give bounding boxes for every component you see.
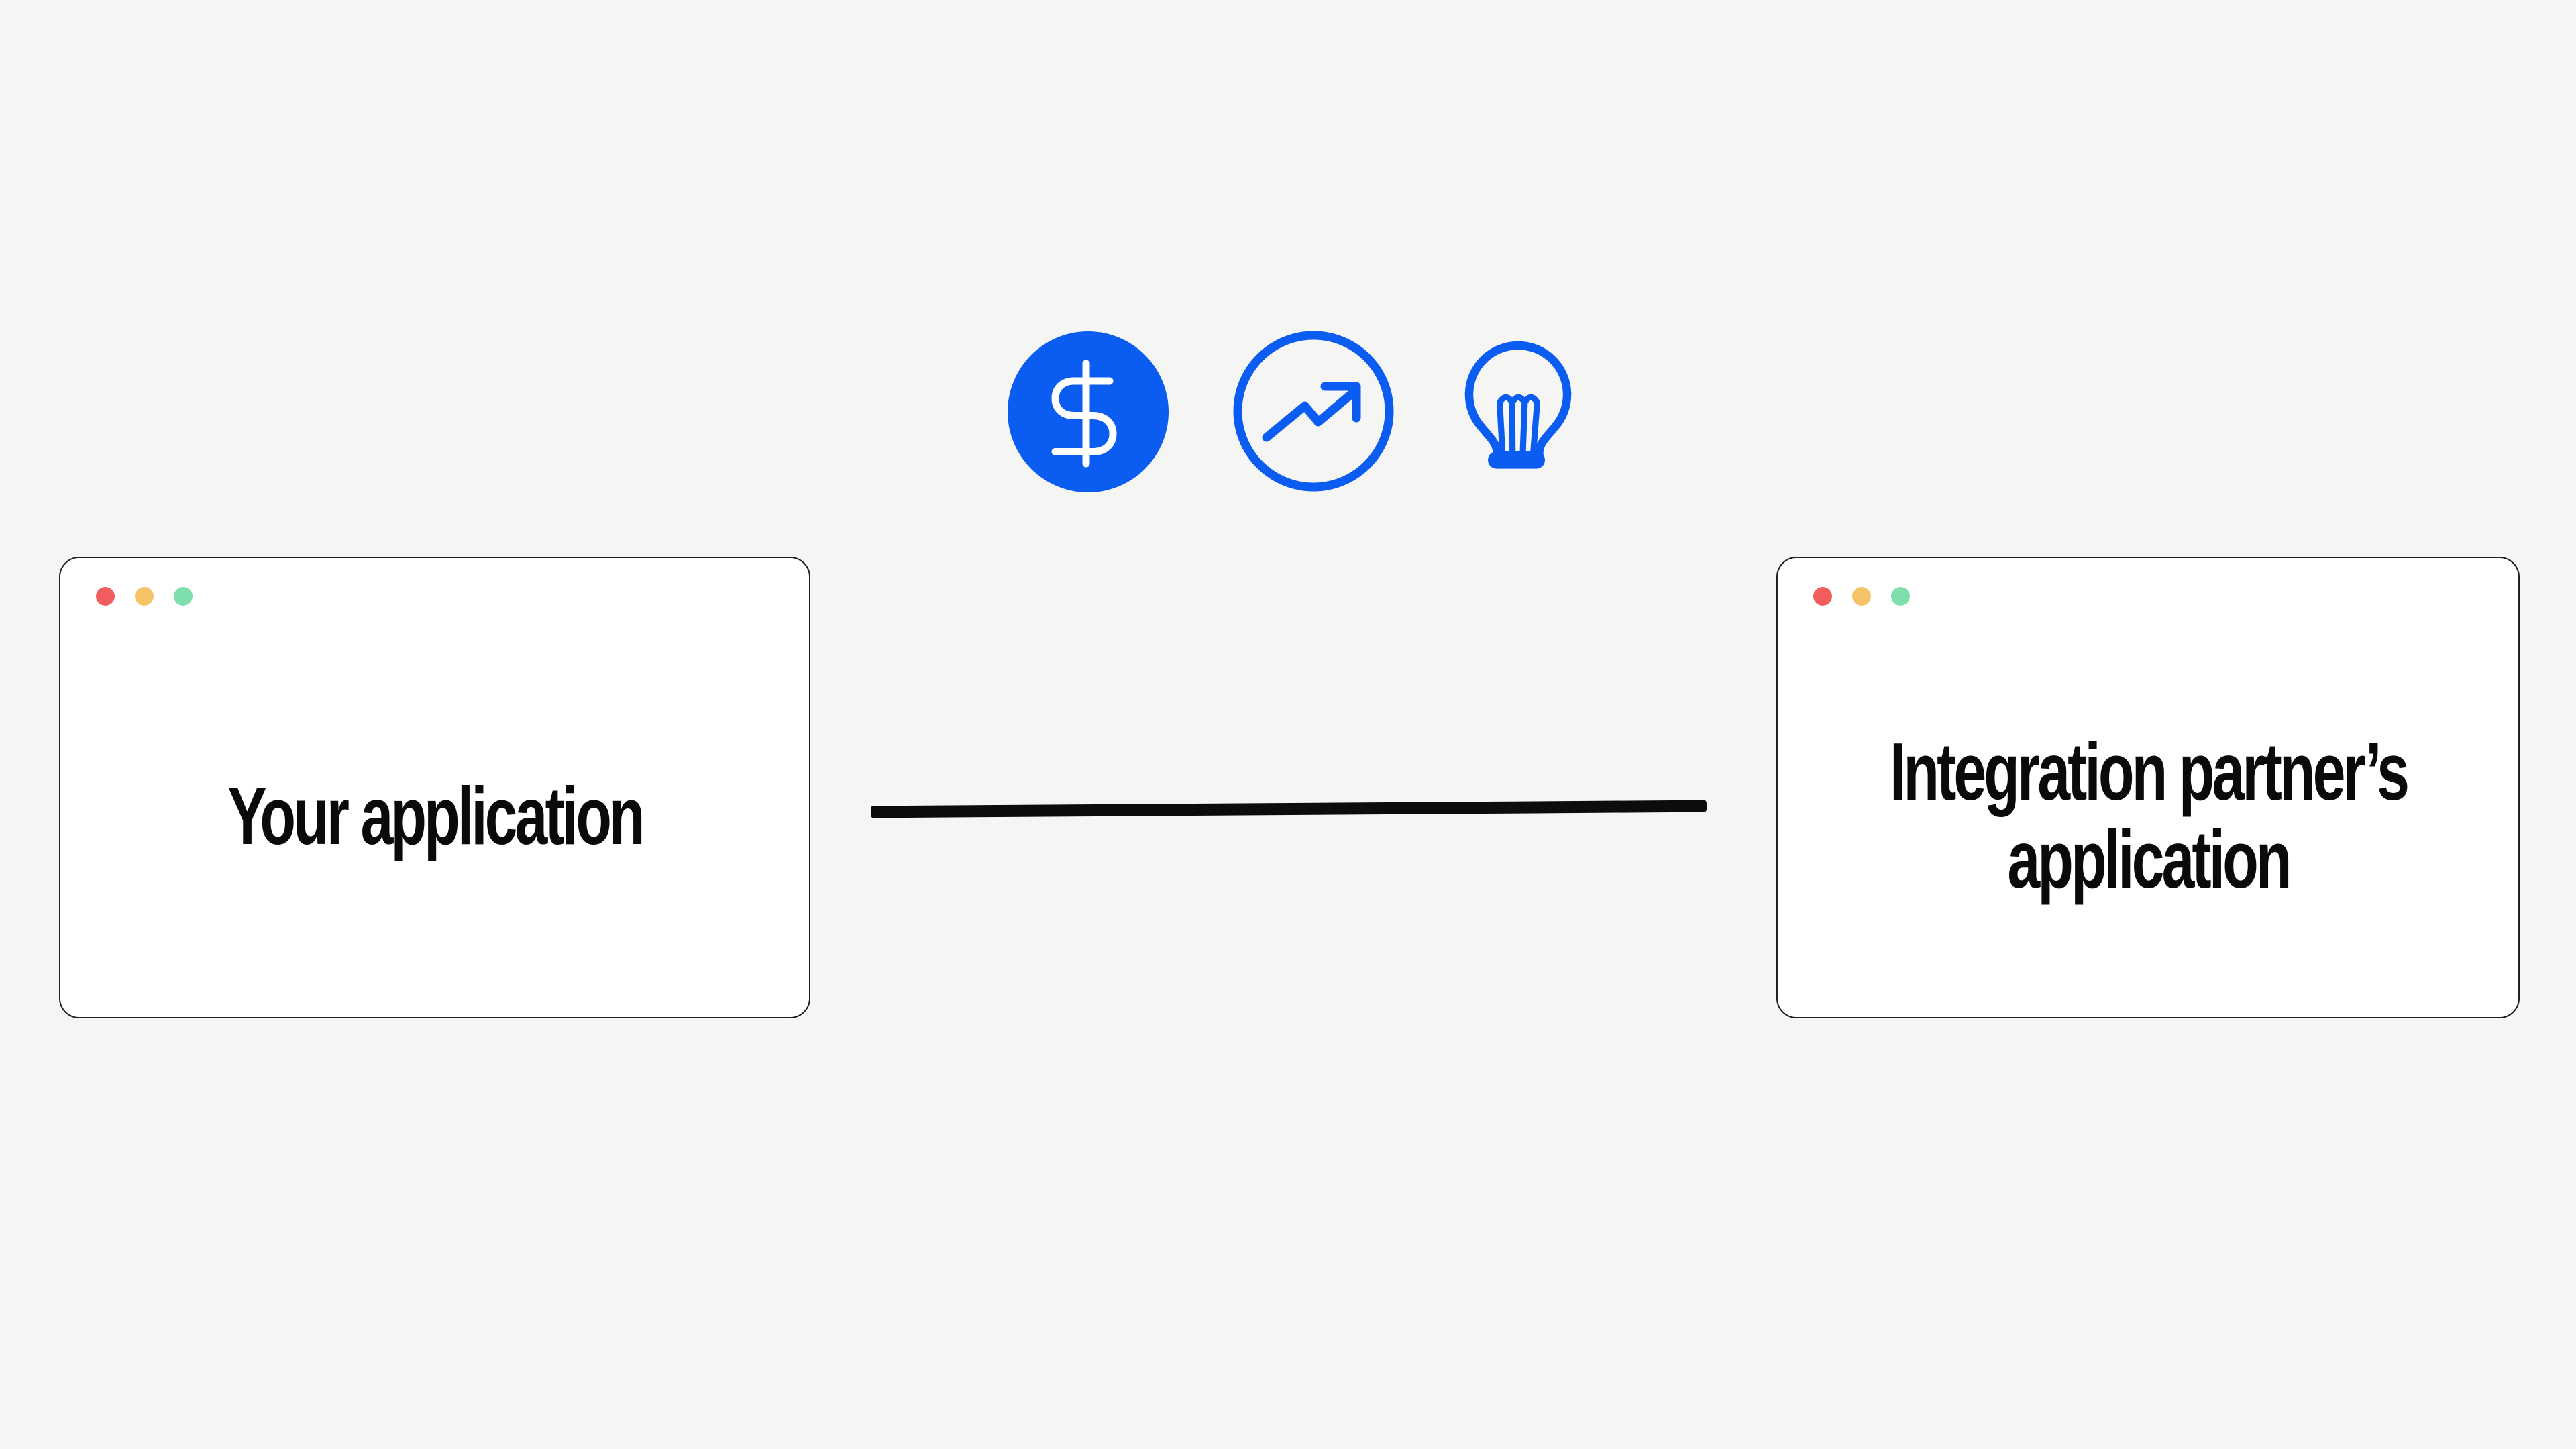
right-window-title-line1: Integration partner’s xyxy=(1889,726,2409,818)
left-window-title: Your application xyxy=(227,769,645,861)
close-window-icon xyxy=(96,587,115,606)
integration-partner-window: Integration partner’s application xyxy=(1776,557,2520,1018)
trending-up-icon xyxy=(1233,331,1394,492)
traffic-lights xyxy=(96,587,193,606)
right-window-title: Integration partner’s application xyxy=(1889,726,2409,905)
maximize-window-icon xyxy=(1891,587,1910,606)
minimize-window-icon xyxy=(1852,587,1871,606)
minimize-window-icon xyxy=(135,587,154,606)
dollar-circle-icon xyxy=(1008,331,1169,492)
your-application-window: Your application xyxy=(59,557,810,1018)
maximize-window-icon xyxy=(174,587,193,606)
connection-line xyxy=(870,800,1707,818)
traffic-lights xyxy=(1813,587,1910,606)
right-window-title-line2: application xyxy=(2006,814,2292,905)
lightbulb-icon xyxy=(1464,341,1572,469)
close-window-icon xyxy=(1813,587,1832,606)
